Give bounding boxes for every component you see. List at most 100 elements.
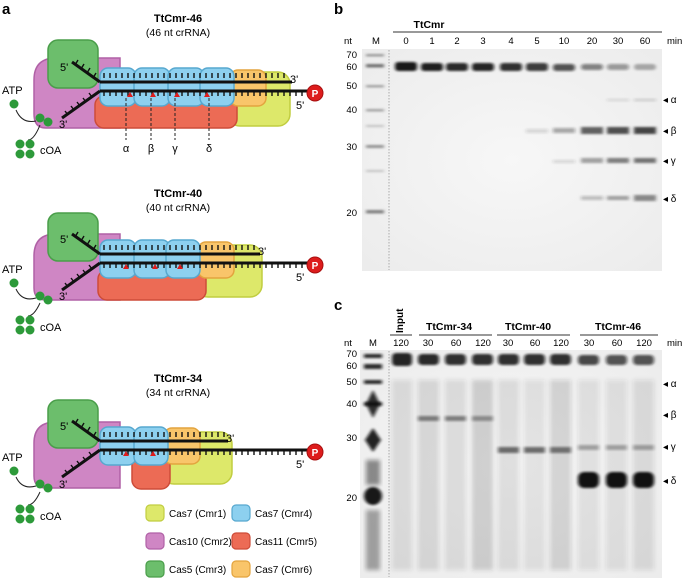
legend-swatch bbox=[145, 504, 165, 522]
svg-text:30: 30 bbox=[503, 338, 514, 349]
complex-subtitle: (46 nt crRNA) bbox=[146, 27, 210, 39]
svg-text:4: 4 bbox=[508, 36, 513, 47]
size-marker-labels: 70 60 50 40 30 20 bbox=[346, 50, 357, 219]
three-prime-crrna: 3' bbox=[258, 246, 266, 258]
coa-ring bbox=[15, 504, 35, 524]
svg-text:30: 30 bbox=[423, 338, 434, 349]
crrna-strand bbox=[71, 60, 292, 84]
svg-text:10: 10 bbox=[559, 36, 570, 47]
atp-label: ATP bbox=[2, 85, 23, 97]
three-prime-target: 3' bbox=[59, 479, 67, 491]
legend-swatch bbox=[231, 560, 251, 578]
svg-text:20: 20 bbox=[346, 208, 357, 219]
crrna-strand bbox=[71, 232, 260, 256]
panel-label-a: a bbox=[2, 1, 11, 18]
svg-text:40: 40 bbox=[346, 105, 357, 116]
complex-title: TtCmr-40 bbox=[154, 188, 202, 200]
min-label: min bbox=[667, 36, 682, 47]
lane-smears bbox=[392, 380, 654, 570]
atp-arrow bbox=[15, 109, 37, 122]
legend-label: Cas11 (Cmr5) bbox=[255, 537, 317, 548]
svg-text:30: 30 bbox=[346, 142, 357, 153]
crrna-ticks bbox=[74, 59, 285, 79]
svg-text:60: 60 bbox=[346, 62, 357, 73]
five-prime-target: 5' bbox=[296, 272, 304, 284]
phosphate-marker bbox=[306, 84, 324, 102]
crrna-ticks bbox=[74, 231, 255, 251]
atp-molecule bbox=[9, 99, 19, 109]
svg-text:70: 70 bbox=[346, 349, 357, 360]
atp-molecule bbox=[9, 278, 19, 288]
cleavage-sites bbox=[125, 92, 210, 140]
svg-text:120: 120 bbox=[475, 338, 491, 349]
five-prime-crrna: 5' bbox=[60, 234, 68, 246]
svg-text:◂ γ: ◂ γ bbox=[663, 156, 676, 167]
marker-lane-label: M bbox=[369, 338, 377, 349]
five-prime-crrna: 5' bbox=[60, 62, 68, 74]
coa-ring bbox=[15, 315, 35, 335]
atp-molecule bbox=[9, 466, 19, 476]
phosphate-label: P bbox=[312, 261, 319, 272]
coa-label: cOA bbox=[40, 511, 62, 523]
svg-text:30: 30 bbox=[346, 433, 357, 444]
svg-text:60: 60 bbox=[346, 361, 357, 372]
marker-lane-label: M bbox=[372, 36, 380, 47]
substrate-bands bbox=[395, 62, 656, 71]
complex-ttcmr-34: TtCmr-34 (34 nt crRNA) 5' 3' 3' 5' bbox=[2, 373, 324, 524]
coa-ring bbox=[15, 139, 35, 159]
legend: Cas7 (Cmr1) Cas7 (Cmr4) Cas10 (Cmr2) Cas… bbox=[145, 504, 317, 578]
phosphate-marker bbox=[306, 256, 324, 274]
svg-text:◂ α: ◂ α bbox=[663, 379, 677, 390]
marker-lane-bands bbox=[366, 54, 384, 214]
cas7-cmr4-backbone bbox=[99, 239, 201, 279]
svg-text:2: 2 bbox=[454, 36, 459, 47]
svg-text:40: 40 bbox=[346, 399, 357, 410]
five-prime-target: 5' bbox=[296, 459, 304, 471]
svg-text:30: 30 bbox=[584, 338, 595, 349]
lane-labels: 0 1 2 3 4 5 10 20 30 60 bbox=[403, 36, 650, 47]
three-prime-crrna: 3' bbox=[226, 433, 234, 445]
legend-label: Cas5 (Cmr3) bbox=[169, 565, 226, 576]
lane-labels: 120 30 60 120 30 60 120 30 60 120 bbox=[393, 338, 652, 349]
gel-c: Input TtCmr-34 TtCmr-40 TtCmr-46 nt M mi… bbox=[344, 308, 682, 578]
complex-title: TtCmr-46 bbox=[154, 13, 202, 25]
svg-text:60: 60 bbox=[612, 338, 623, 349]
svg-text:120: 120 bbox=[393, 338, 409, 349]
product-bands bbox=[418, 416, 654, 488]
svg-text:0: 0 bbox=[403, 36, 408, 47]
band-labels: ◂ α ◂ β ◂ γ ◂ δ bbox=[663, 379, 677, 487]
legend-swatch bbox=[145, 532, 165, 550]
cas7-cmr4-backbone bbox=[99, 426, 169, 466]
phosphate-label: P bbox=[312, 448, 319, 459]
cleavage-gamma: γ bbox=[172, 143, 178, 155]
complex-subtitle: (40 nt crRNA) bbox=[146, 202, 210, 214]
complex-subtitle: (34 nt crRNA) bbox=[146, 387, 210, 399]
crrna-ticks bbox=[74, 418, 225, 438]
svg-text:◂ α: ◂ α bbox=[663, 95, 677, 106]
gel-header: TtCmr bbox=[414, 19, 445, 31]
legend-swatch bbox=[145, 560, 165, 578]
svg-text:3: 3 bbox=[480, 36, 485, 47]
three-prime-crrna: 3' bbox=[290, 74, 298, 86]
target-ticks bbox=[64, 450, 303, 475]
five-prime-target: 5' bbox=[296, 100, 304, 112]
cleavage-sites bbox=[123, 451, 156, 456]
five-prime-crrna: 5' bbox=[60, 421, 68, 433]
cas5-cmr3-subunit bbox=[47, 212, 99, 262]
band-labels: ◂ α ◂ β ◂ γ ◂ δ bbox=[663, 95, 677, 205]
group-label: TtCmr-40 bbox=[505, 321, 551, 333]
svg-text:30: 30 bbox=[613, 36, 624, 47]
cleavage-beta: β bbox=[148, 143, 154, 155]
panel-label-c: c bbox=[334, 297, 342, 314]
svg-text:70: 70 bbox=[346, 50, 357, 61]
svg-text:5: 5 bbox=[534, 36, 539, 47]
complex-ttcmr-40: TtCmr-40 (40 nt crRNA) 5' 3' 3' bbox=[2, 188, 324, 335]
crrna-strand bbox=[71, 419, 228, 443]
atp-label: ATP bbox=[2, 452, 23, 464]
svg-text:◂ β: ◂ β bbox=[663, 126, 677, 137]
coa-label: cOA bbox=[40, 145, 62, 157]
atp-label: ATP bbox=[2, 264, 23, 276]
cas7-cmr4-backbone bbox=[99, 67, 235, 107]
svg-text:◂ β: ◂ β bbox=[663, 410, 677, 421]
